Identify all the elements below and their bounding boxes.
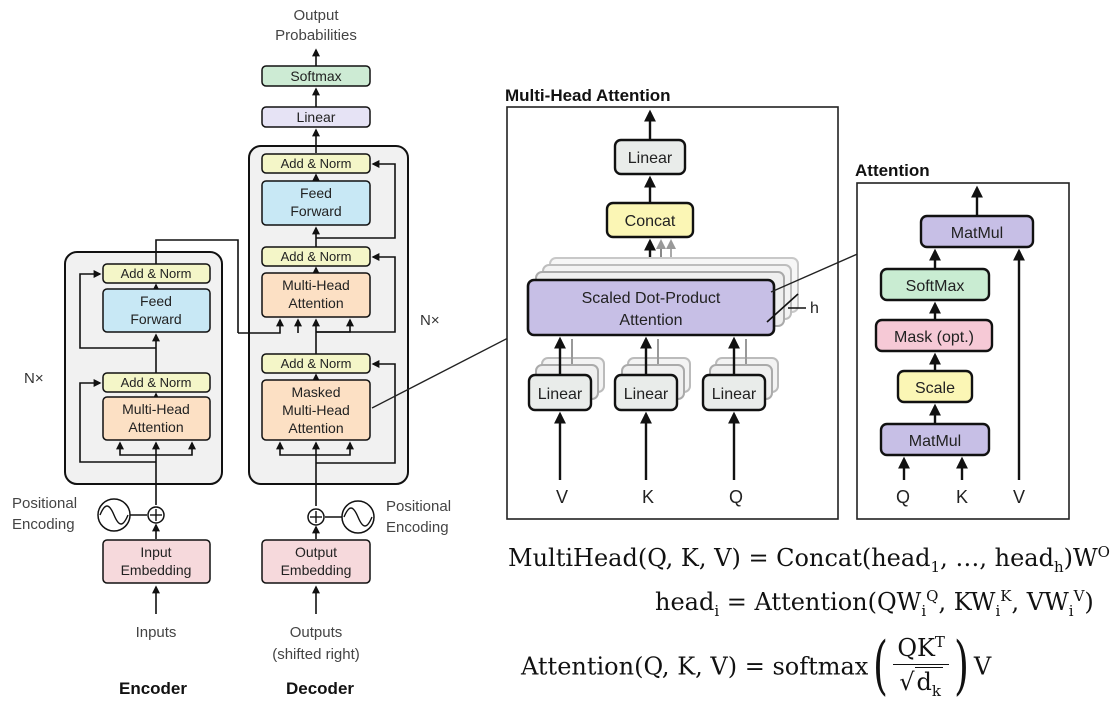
attn-matmul-bottom-box (879, 422, 991, 457)
attn-scale-label: Scale (915, 380, 955, 397)
output-probabilities-line1: Output (293, 7, 339, 24)
input-embedding-line2: Embedding (121, 562, 192, 578)
linear-v-label: Linear (538, 386, 583, 403)
decoder-masked-mha-box (261, 379, 371, 441)
decoder-addnorm-2 (261, 246, 371, 267)
decoder-ff-line1: Feed (300, 185, 332, 201)
decoder-addnorm-3 (261, 153, 371, 174)
input-embedding-line1: Input (140, 544, 171, 560)
output-embedding-line2: Embedding (281, 562, 352, 578)
mha-linear-box (613, 138, 687, 176)
encoder-pe-line2: Encoding (12, 516, 75, 533)
encoder-title: Encoder (119, 679, 187, 698)
encoder-pe-line1: Positional (12, 495, 77, 512)
outputs-line1: Outputs (290, 624, 343, 641)
encoder-ff-line2: Forward (130, 311, 181, 327)
attn-mask-label: Mask (opt.) (894, 329, 974, 346)
heads-label: h (810, 300, 819, 317)
sdpa-box (526, 278, 776, 337)
encoder-addnorm-1 (102, 372, 211, 393)
attn-softmax-box (879, 267, 991, 302)
linear-v-stack: Linear (527, 357, 605, 412)
decoder-mha-line2: Attention (288, 295, 343, 311)
output-probabilities-line2: Probabilities (275, 27, 357, 44)
decoder-ff-line2: Forward (290, 203, 341, 219)
decoder-pe-line2: Encoding (386, 519, 449, 536)
mha-linear-label: Linear (628, 150, 673, 167)
mha-input-q: Q (729, 487, 743, 507)
encoder-mha-box (102, 396, 211, 441)
linear-q-stack: Linear (701, 357, 779, 412)
attn-matmul-top-label: MatMul (951, 225, 1003, 242)
attn-mask-box (874, 318, 994, 353)
attn-softmax-label: SoftMax (906, 278, 965, 295)
decoder-addnorm-1-label: Add & Norm (281, 356, 352, 371)
encoder-mha-line2: Attention (128, 419, 183, 435)
inputs-label: Inputs (136, 624, 177, 641)
decoder-addnorm-3-label: Add & Norm (281, 156, 352, 171)
encoder-mha-line1: Multi-Head (122, 401, 190, 417)
attention-panel-title: Attention (855, 161, 930, 180)
decoder-masked-line1: Masked (291, 384, 340, 400)
heads-bracket (766, 293, 799, 323)
decoder-feed-forward-box (261, 180, 371, 226)
decoder-masked-line2: Multi-Head (282, 402, 350, 418)
output-embedding-line1: Output (295, 544, 337, 560)
transformer-diagram: Output Probabilities Softmax Linear Add … (12, 7, 1070, 698)
sdpa-line2: Attention (619, 312, 682, 329)
decoder-linear-box (261, 106, 371, 128)
decoder-softmax-box (261, 65, 371, 87)
encoder-addnorm-2-label: Add & Norm (121, 266, 192, 281)
decoder-addnorm-2-label: Add & Norm (281, 249, 352, 264)
output-embedding-box (261, 539, 371, 584)
decoder-nx-label: N× (420, 312, 440, 329)
attn-matmul-top-box (919, 214, 1035, 249)
decoder-addnorm-1 (261, 353, 371, 374)
encoder-panel (64, 251, 223, 485)
mha-concat-box (605, 201, 695, 239)
encoder-ff-line1: Feed (140, 293, 172, 309)
mha-concat-label: Concat (625, 213, 676, 230)
attn-scale-box (896, 369, 974, 404)
outputs-line2: (shifted right) (272, 646, 360, 663)
decoder-masked-line3: Attention (288, 420, 343, 436)
encoder-nx-label: N× (24, 370, 44, 387)
mha-panel-title: Multi-Head Attention (505, 86, 671, 105)
mha-input-k: K (642, 487, 654, 507)
encoder-feed-forward-box (102, 288, 211, 333)
decoder-softmax-label: Softmax (290, 68, 341, 84)
attn-input-k: K (956, 487, 968, 507)
mha-input-v: V (556, 487, 568, 507)
input-embedding-box (102, 539, 211, 584)
formula-attention: Attention(Q, K, V) = softmax(QKT√dk)V (521, 629, 992, 704)
formula-head: headi = Attention(QWiQ, KWiK, VWiV) (655, 587, 1094, 620)
linear-k-stack: Linear (613, 357, 691, 412)
decoder-pe-line1: Positional (386, 498, 451, 515)
encoder-addnorm-1-label: Add & Norm (121, 375, 192, 390)
formula-multihead: MultiHead(Q, K, V) = Concat(head1, …, he… (508, 543, 1110, 576)
decoder-mha-line1: Multi-Head (282, 277, 350, 293)
attn-matmul-bottom-label: MatMul (909, 433, 961, 450)
decoder-mha-box (261, 272, 371, 318)
decoder-linear-label: Linear (297, 109, 336, 125)
attn-input-q: Q (896, 487, 910, 507)
linear-q-label: Linear (712, 386, 757, 403)
attn-input-v: V (1013, 487, 1025, 507)
linear-k-label: Linear (624, 386, 669, 403)
decoder-title: Decoder (286, 679, 354, 698)
sdpa-line1: Scaled Dot-Product (582, 290, 721, 307)
